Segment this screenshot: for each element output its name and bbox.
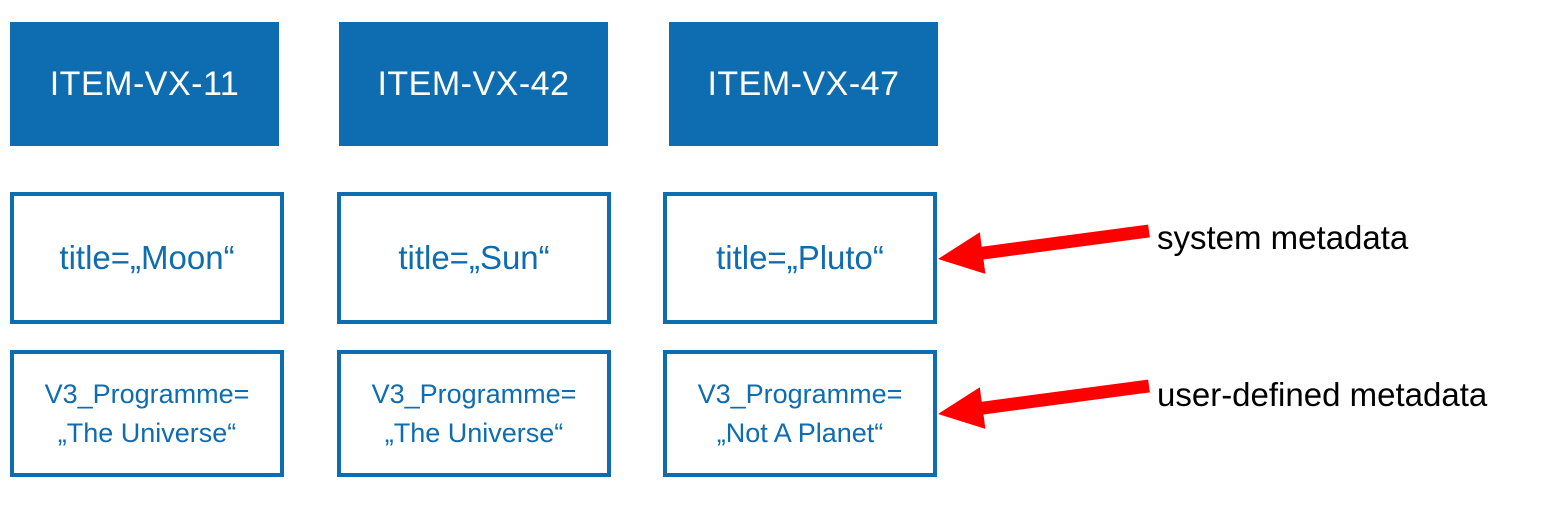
red-arrow-user-metadata-icon [938, 379, 1150, 429]
item-id-box-2: ITEM-VX-42 [339, 22, 608, 146]
user-metadata-box-3: V3_Programme= „Not A Planet“ [663, 350, 937, 477]
user-metadata-key: V3_Programme= [371, 378, 577, 409]
item-id-box-1: ITEM-VX-11 [10, 22, 279, 146]
system-metadata-annotation: system metadata [1157, 219, 1409, 256]
user-metadata-key: V3_Programme= [44, 378, 250, 409]
system-metadata-box-3: title=„Pluto“ [663, 192, 937, 324]
user-metadata-annotation: user-defined metadata [1157, 376, 1488, 413]
user-metadata-value: „The Universe“ [57, 417, 237, 448]
system-metadata-value: title=„Sun“ [398, 239, 550, 276]
user-metadata-value: „Not A Planet“ [716, 417, 884, 448]
user-metadata-key: V3_Programme= [697, 378, 903, 409]
user-metadata-value: „The Universe“ [384, 417, 564, 448]
system-metadata-box-2: title=„Sun“ [337, 192, 611, 324]
item-id-label: ITEM-VX-11 [49, 64, 240, 103]
item-id-label: ITEM-VX-47 [707, 64, 900, 103]
system-metadata-value: title=„Moon“ [59, 239, 235, 276]
user-metadata-box-2: V3_Programme= „The Universe“ [337, 350, 611, 477]
item-id-box-3: ITEM-VX-47 [669, 22, 938, 146]
system-metadata-box-1: title=„Moon“ [10, 192, 284, 324]
red-arrow-system-metadata-icon [938, 224, 1150, 274]
system-metadata-value: title=„Pluto“ [716, 239, 884, 276]
item-id-label: ITEM-VX-42 [377, 64, 570, 103]
user-metadata-box-1: V3_Programme= „The Universe“ [10, 350, 284, 477]
